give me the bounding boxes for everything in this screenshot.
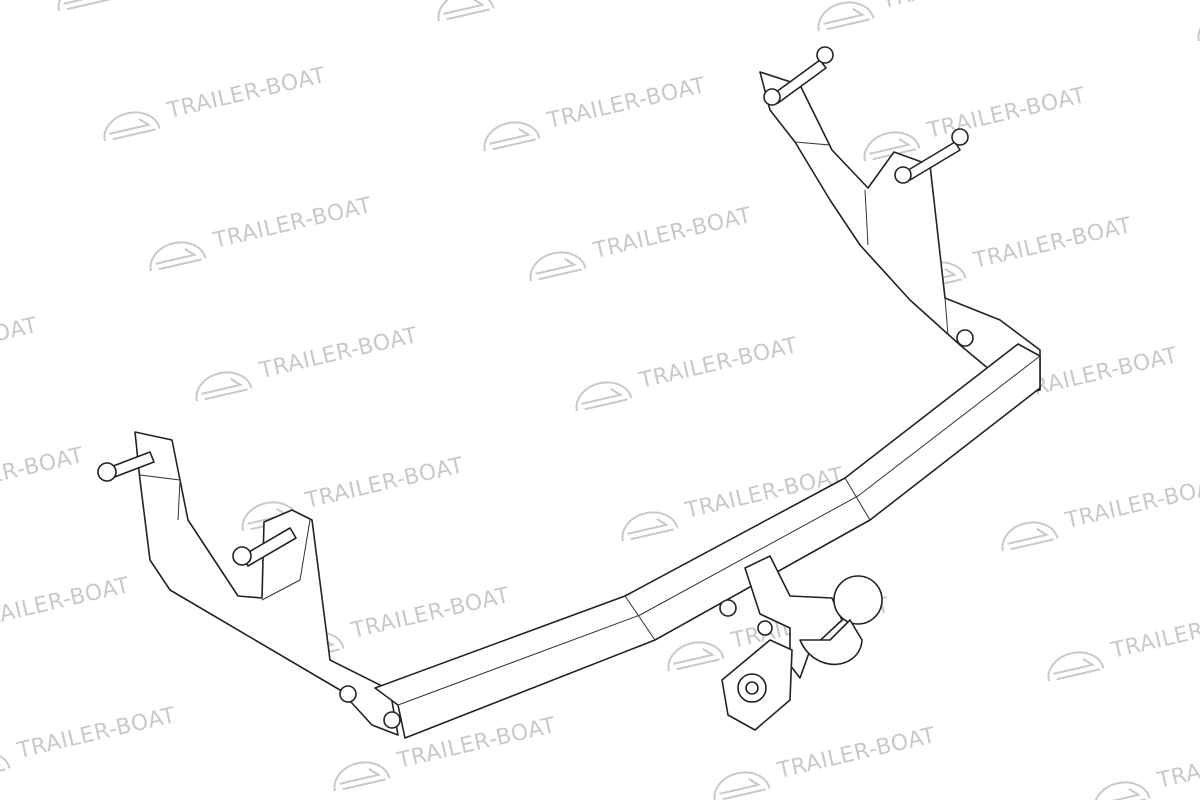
watermark-text: TRAILER-BOAT (970, 213, 1134, 274)
watermark: TRAILER-BOAT (1197, 11, 1200, 42)
watermark-text: TRAILER-BOAT (1062, 473, 1200, 534)
watermark-text: TRAILER-BOAT (774, 723, 938, 784)
watermark-text: TRAILER-BOAT (0, 313, 40, 374)
boat-logo-icon (1001, 521, 1059, 552)
boat-logo-icon (1047, 651, 1105, 682)
watermark: TRAILER-BOAT (1047, 603, 1200, 682)
cross-beam (374, 343, 1041, 739)
watermark-text: TRAILER-BOAT (1108, 603, 1200, 664)
watermark-text: TRAILER-BOAT (1154, 733, 1200, 794)
watermark-text: TRAILER-BOAT (544, 73, 708, 134)
watermark: TRAILER-BOAT (0, 703, 178, 782)
boat-logo-icon (575, 381, 633, 412)
watermark: TRAILER-BOAT (483, 73, 708, 152)
boat-logo-icon (863, 131, 921, 162)
watermark: TRAILER-BOAT (333, 713, 558, 792)
watermark: TRAILER-BOAT (57, 0, 115, 12)
watermark-text: TRAILER-BOAT (590, 203, 754, 264)
watermark-text: TRAILER-BOAT (0, 573, 132, 634)
watermark: TRAILER-BOAT (103, 63, 328, 142)
boat-logo-icon (621, 511, 679, 542)
boat-logo-icon (195, 371, 253, 402)
boat-logo-icon (713, 771, 771, 800)
boat-logo-icon (57, 0, 115, 12)
watermark-text: TRAILER-BOAT (636, 333, 800, 394)
watermark-text: TRAILER-BOAT (14, 703, 178, 764)
boat-logo-icon (667, 641, 725, 672)
watermark: TRAILER-BOAT (437, 0, 662, 22)
boat-logo-icon (817, 1, 875, 32)
boat-logo-icon (1197, 11, 1200, 42)
left-bolts (97, 451, 401, 729)
watermark-text: TRAILER-BOAT (210, 193, 374, 254)
watermark: TRAILER-BOAT (195, 323, 420, 402)
watermark-text: TRAILER-BOAT (0, 443, 86, 504)
watermark-text: TRAILER-BOAT (878, 0, 1042, 14)
right-bolts (763, 46, 974, 347)
watermark: TRAILER-BOAT (0, 573, 132, 634)
boat-logo-icon (333, 761, 391, 792)
watermark: TRAILER-BOAT (863, 83, 1088, 162)
watermark: TRAILER-BOAT (529, 203, 754, 282)
boat-logo-icon (437, 0, 495, 22)
watermark: TRAILER-BOAT (1001, 473, 1200, 552)
watermark: TRAILER-BOAT (1093, 733, 1200, 800)
watermark: TRAILER-BOAT (575, 333, 800, 412)
watermark: TRAILER-BOAT (0, 313, 40, 374)
boat-logo-icon (529, 251, 587, 282)
watermark-text: TRAILER-BOAT (302, 453, 466, 514)
boat-logo-icon (483, 121, 541, 152)
boat-logo-icon (103, 111, 161, 142)
watermark-text: TRAILER-BOAT (498, 0, 662, 4)
watermark-text: TRAILER-BOAT (924, 83, 1088, 144)
watermark: TRAILER-BOAT (0, 443, 86, 504)
watermark: TRAILER-BOAT (149, 193, 374, 272)
watermark-text: TRAILER-BOAT (164, 63, 328, 124)
boat-logo-icon (1093, 781, 1151, 800)
left-mounting-plate (134, 431, 399, 736)
tow-ball (833, 575, 883, 625)
watermark: TRAILER-BOAT (817, 0, 1042, 32)
boat-logo-icon (149, 241, 207, 272)
watermark: TRAILER-BOAT (713, 723, 938, 800)
watermark-text: TRAILER-BOAT (256, 323, 420, 384)
boat-logo-icon (0, 751, 11, 782)
watermark-text: TRAILER-BOAT (348, 583, 512, 644)
